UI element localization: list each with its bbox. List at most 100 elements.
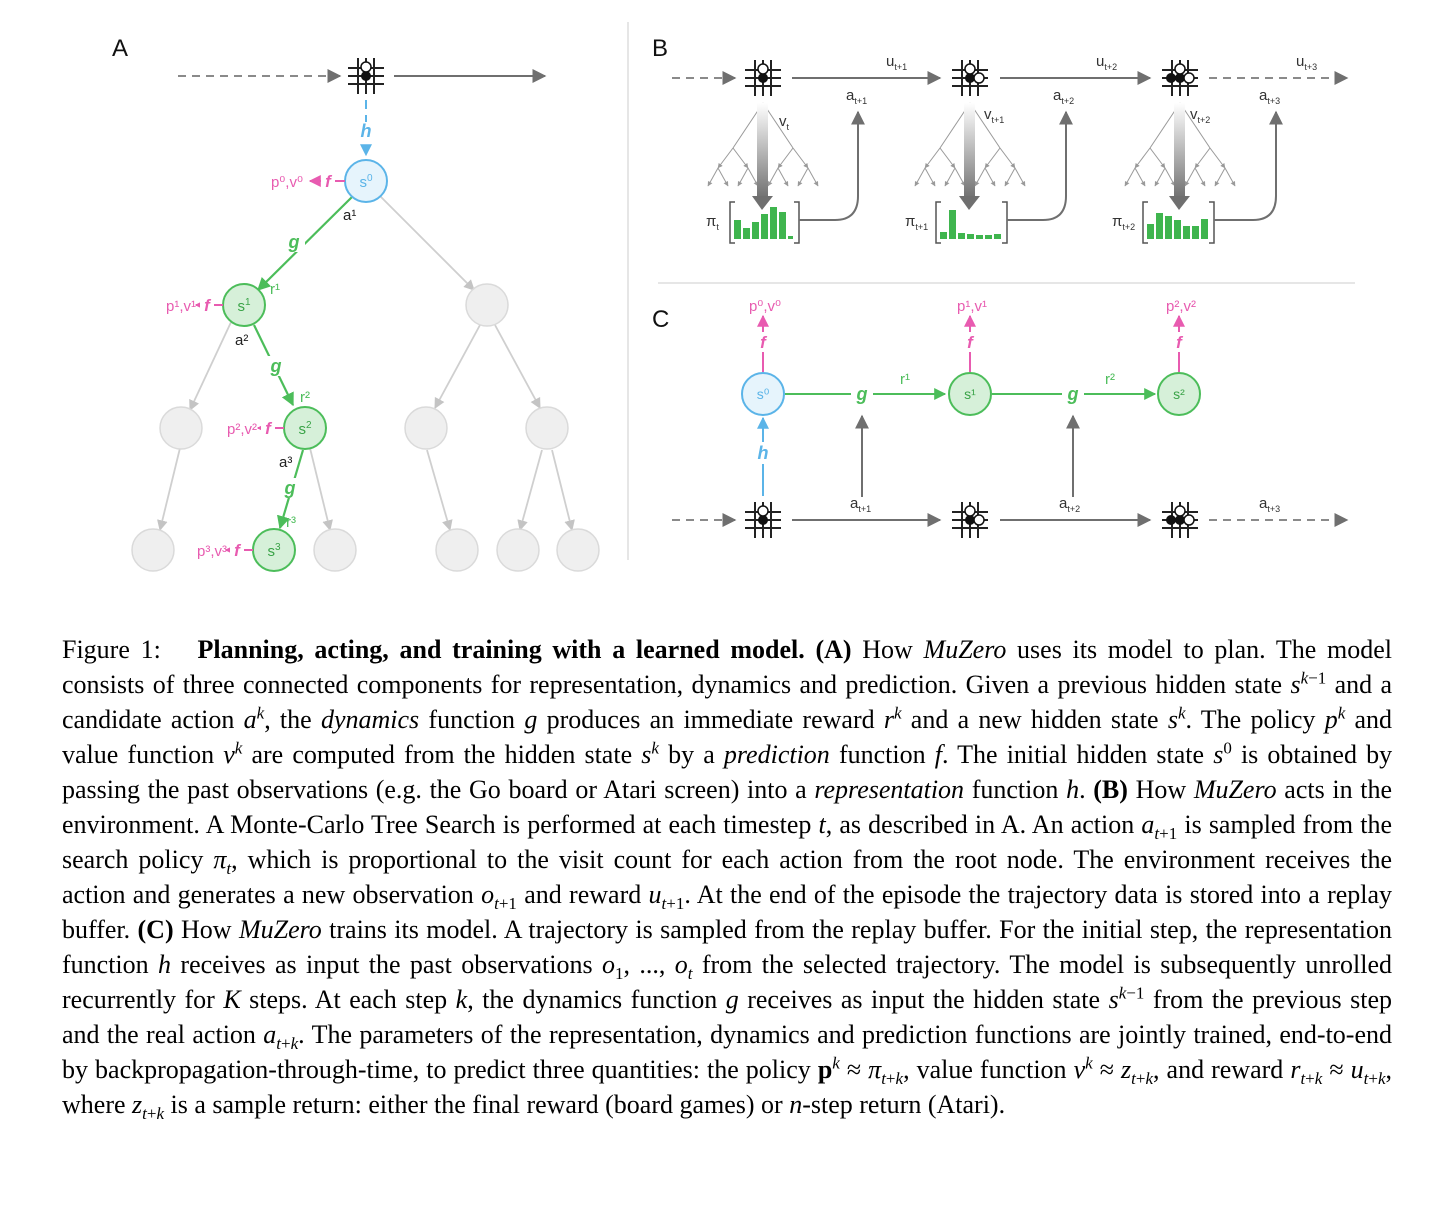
policy-value-label: p⁰,v⁰ [749,298,781,315]
figure-number: Figure 1: [62,635,161,664]
caption-text: uses its model to plan. The model consis… [62,635,1393,699]
caption-text: -step return (Atari). [802,1090,1006,1119]
caption-text: function [971,775,1059,804]
policy-value-label: p¹,v¹ [957,298,987,315]
caption-text: and reward [524,880,642,909]
caption-text: , the dynamics function [467,985,718,1014]
action-label: at+2 [1059,495,1080,514]
value-label: vt [779,113,790,132]
figure-1-diagram: A h g [112,22,1355,572]
prediction-function-label: f [967,333,975,352]
unexpanded-node [435,528,479,572]
dynamics-function-label: g [288,232,300,252]
prediction-function-label: f [325,172,333,191]
caption-text: , and reward [1153,1055,1284,1084]
hidden-state-label: s¹ [964,386,976,402]
panel-b: B ut+1 ut+2 ut+3 at+1 at+2 at+3 vt vt+1 … [652,35,1349,244]
caption-text: steps. At each step [249,985,448,1014]
observation-board-icon [347,57,385,95]
policy-histogram [729,201,800,244]
action-label: at+1 [850,495,871,514]
caption-text: , where [62,1055,1393,1119]
caption-text: (C) [137,915,174,944]
caption-text: and a candidate action [62,670,1393,734]
unexpanded-node [496,528,540,572]
reward-label: r¹ [900,371,910,388]
figure-title: Planning, acting, and training with a le… [197,635,805,664]
caption-text: acts in the environment. A Monte-Carlo T… [62,775,1393,839]
caption-text: . At the end of the episode the trajecto… [62,880,1393,944]
search-arrow [964,103,975,199]
hidden-state-label: s3 [267,542,281,560]
value-label: vt+2 [1190,106,1210,125]
value-label: vt+1 [984,106,1004,125]
reward-label: r² [300,389,310,406]
caption-text: from the selected trajectory. The model … [62,950,1392,1014]
caption-text: is obtained by passing the past observat… [62,740,1393,804]
caption-text: produces an immediate reward [546,705,875,734]
caption-text: , the [264,705,312,734]
caption-text: , which is proportional to the visit cou… [62,845,1392,909]
policy-label: πt+1 [905,213,928,232]
unexpanded-node [313,528,357,572]
caption-text: How [181,915,232,944]
caption-text: trains its model. A trajectory is sample… [62,915,1393,979]
action-label: at+2 [1053,87,1074,106]
caption-text: How [862,635,913,664]
hidden-state-label: s⁰ [757,386,770,402]
caption-text: MuZero [923,635,1007,664]
trajectory-board-icon [744,501,782,539]
caption-text: prediction [723,740,830,769]
caption-text: , value function [903,1055,1067,1084]
policy-value-label: p⁰,v⁰ [271,174,303,191]
caption-text: . The initial hidden state [941,740,1205,769]
reward-label: ut+3 [1296,53,1317,72]
caption-text: from the previous step and the real acti… [62,985,1392,1049]
dynamics-function-label: g [856,384,868,404]
caption-text: function [838,740,926,769]
environment-board-icon [1161,59,1199,97]
action-label: a³ [279,454,292,471]
prediction-function-label: f [265,419,273,438]
policy-histogram [1142,201,1215,244]
reward-label: r¹ [270,281,280,298]
prediction-function-label: f [234,541,242,560]
reward-label: ut+2 [1096,53,1117,72]
unexpanded-node [404,406,448,450]
caption-text: , as described in A. An action [825,810,1135,839]
hidden-state-label: s0 [359,173,373,191]
caption-text: MuZero [238,915,322,944]
trajectory-board-icon [951,501,989,539]
action-label: at+1 [846,87,867,106]
environment-board-icon [951,59,989,97]
caption-text: . The policy [1185,705,1316,734]
panel-a-label: A [112,35,128,62]
unexpanded-node [556,528,600,572]
prediction-function-label: f [204,296,212,315]
policy-histogram [935,201,1008,244]
hidden-state-label: s² [1173,386,1185,402]
search-arrow [1174,103,1185,199]
representation-function-label: h [758,443,769,463]
environment-board-icon [744,59,782,97]
policy-value-label: p²,v² [227,421,257,438]
action-label: a¹ [343,207,356,224]
hidden-state-node-s2 [1157,372,1201,416]
panel-a: A h g [112,35,600,572]
prediction-function-label: f [760,333,768,352]
dynamics-function-label: g [1067,384,1079,404]
hidden-state-label: s2 [298,420,312,438]
action-label: at+3 [1259,87,1280,106]
caption-text: (B) [1093,775,1128,804]
caption-text: and value function [62,705,1393,769]
search-arrow [757,103,768,199]
panel-c-label: C [652,306,669,333]
action-label: a² [235,332,248,349]
caption-text: receives as input the past observations [180,950,593,979]
caption-text: . The parameters of the representation, … [62,1020,1393,1084]
caption-text: How [1135,775,1187,804]
unexpanded-node [159,406,203,450]
caption-text: dynamics [320,705,420,734]
caption-text: is a sample return: either the final rew… [170,1090,783,1119]
reward-label: r³ [286,514,296,531]
